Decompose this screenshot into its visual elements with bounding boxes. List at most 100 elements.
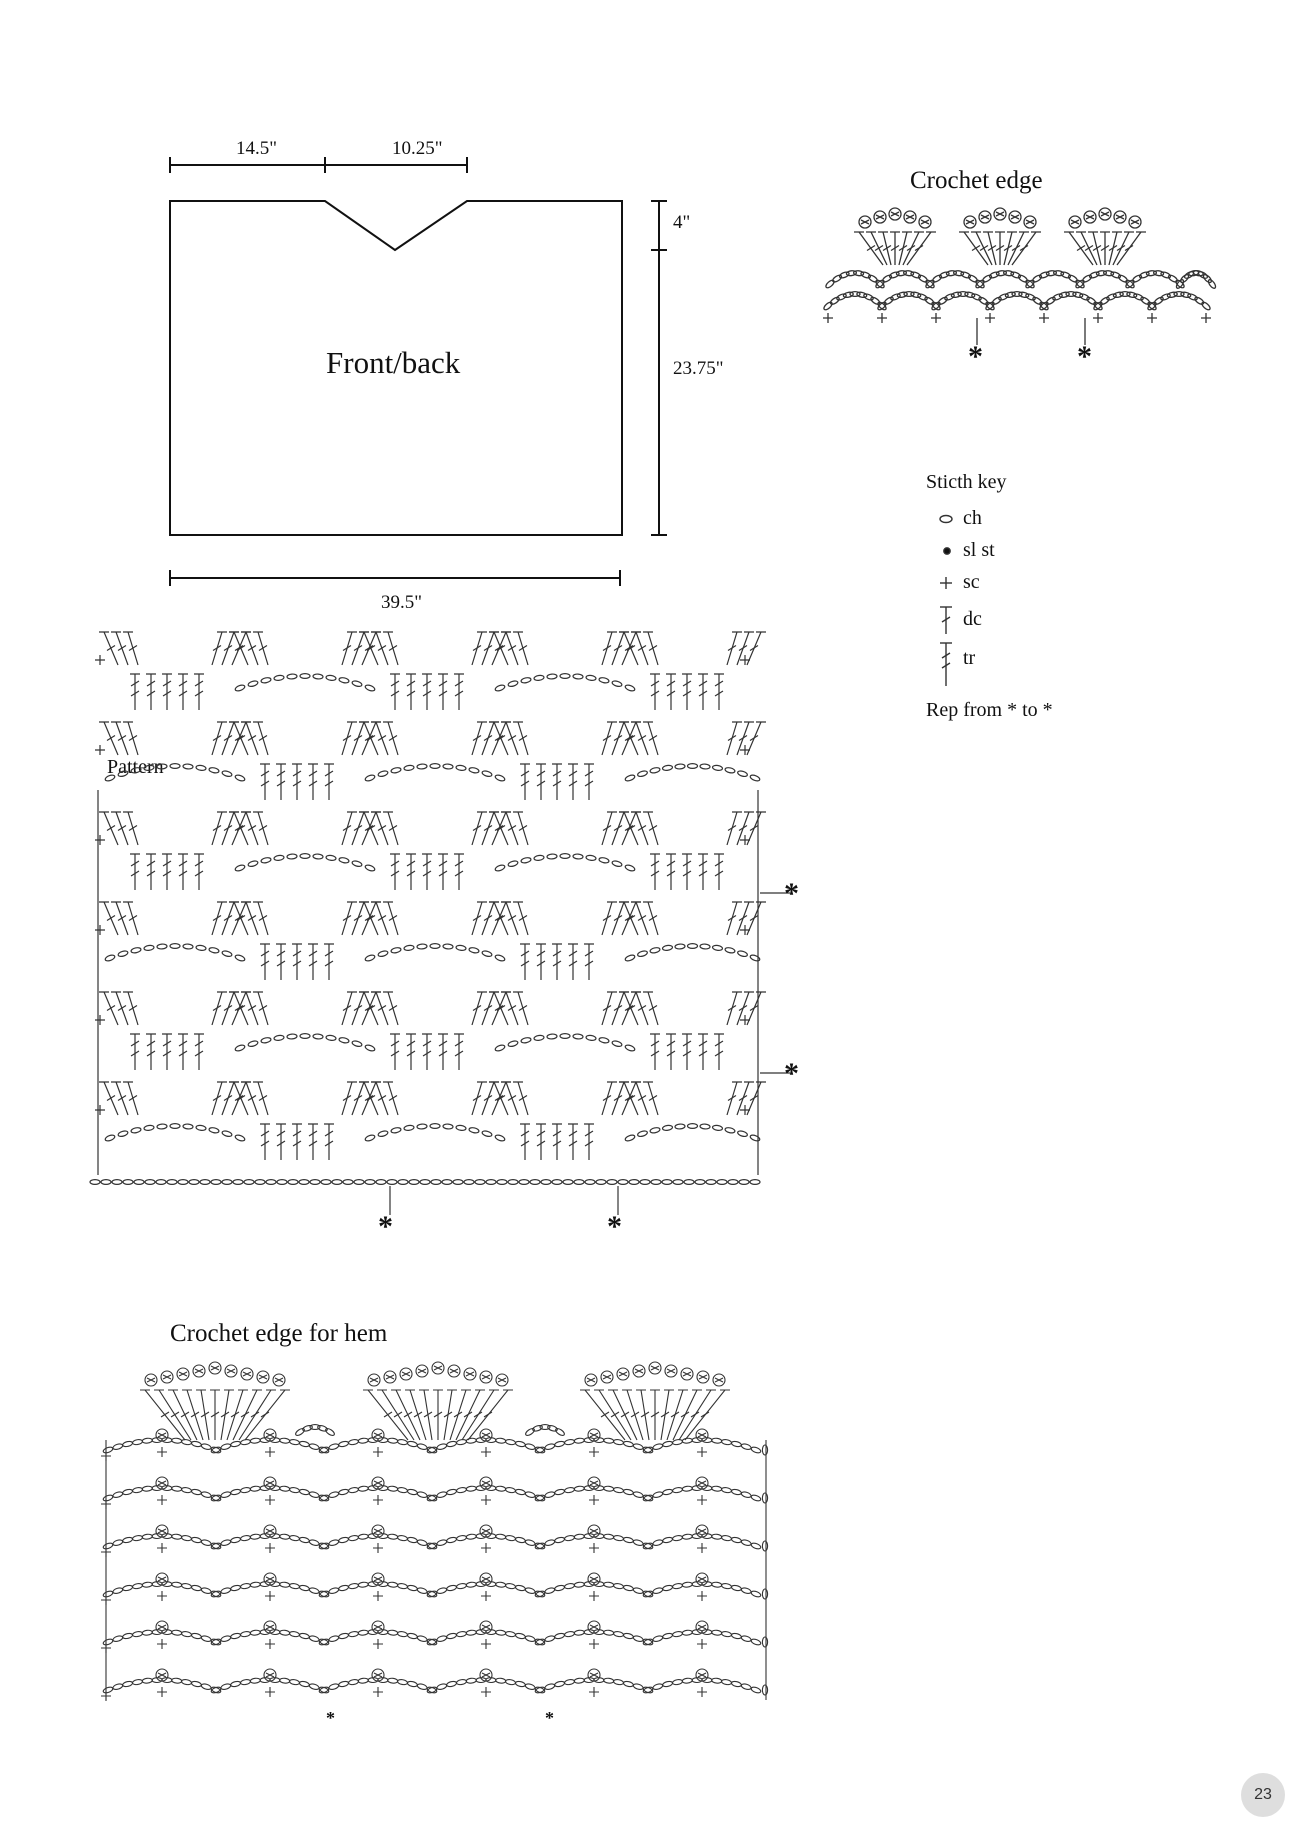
tr-bar (292, 1140, 302, 1147)
ch-stitch (289, 1535, 300, 1542)
ch-stitch (1140, 296, 1151, 305)
ch-stitch (171, 1581, 183, 1588)
pattern-repeat-mark-bottom-1: * (378, 1210, 393, 1243)
hem-repeat-mark-2: * (545, 1708, 554, 1728)
ch-stitch (357, 1437, 369, 1444)
tr-bar (650, 1040, 660, 1047)
ch-stitch (925, 279, 935, 289)
tr-bar (698, 1050, 708, 1057)
ch-stitch (652, 1587, 664, 1594)
ch-stitch (611, 680, 623, 688)
dc-bar (1124, 244, 1134, 252)
ch-icon (939, 514, 953, 524)
ch-stitch (406, 1536, 418, 1544)
ch-stitch (455, 944, 467, 951)
dc-bar (236, 644, 246, 652)
ch-stitch (740, 1443, 752, 1450)
ch-stitch (838, 271, 850, 279)
dc-bar (212, 1094, 222, 1102)
dc-bar (626, 1004, 636, 1012)
ch-stitch (546, 853, 558, 860)
ch-stitch (317, 1424, 328, 1432)
ch-stitch (711, 764, 724, 771)
ch-stitch (681, 1581, 693, 1588)
ch-stitch (514, 1488, 526, 1496)
ch-stitch (1025, 279, 1035, 289)
picot (963, 215, 977, 229)
ch-stitch (456, 1679, 467, 1686)
dc-bar (258, 914, 268, 922)
tr-stitch (682, 673, 692, 710)
ch-stitch (112, 1635, 124, 1642)
ch-stitch (247, 680, 259, 688)
ch-stitch (555, 1428, 565, 1436)
dc-bar (626, 914, 636, 922)
tr-bar (324, 780, 334, 787)
ch-stitch (397, 1631, 408, 1638)
ch-stitch (985, 301, 995, 311)
ch-stitch (622, 1632, 634, 1640)
tr-bar (714, 870, 724, 877)
picot (263, 1428, 277, 1442)
ch-stitch (230, 1440, 242, 1448)
tr-bar (260, 960, 270, 967)
foundation-ch (243, 1178, 255, 1185)
dc-bar (637, 1094, 647, 1102)
dc-bar (353, 1094, 363, 1102)
ch-stitch (564, 1631, 575, 1638)
ch-stitch (406, 1632, 418, 1640)
ch-stitch (652, 1683, 664, 1690)
dc-bar (234, 734, 244, 742)
foundation-ch (111, 1178, 123, 1185)
ch-stitch (348, 1487, 359, 1494)
picot (155, 1476, 169, 1490)
sc-stitch (697, 1639, 707, 1649)
pattern-repeat-mark-right-2: * (784, 1057, 799, 1090)
ch-stitch (112, 1683, 124, 1690)
ch-stitch (902, 270, 915, 277)
ch-stitch (357, 1485, 369, 1492)
picot (263, 1524, 277, 1538)
foundation-ch (331, 1178, 343, 1185)
ch-stitch (1067, 274, 1078, 283)
tr-stitch (422, 1033, 432, 1070)
tr-bar (584, 950, 594, 957)
picot-mark (714, 1377, 724, 1383)
ch-stitch (632, 1635, 644, 1642)
tr-bar (390, 1040, 400, 1047)
dc-bar (250, 1411, 260, 1418)
ch-stitch (524, 1635, 536, 1642)
dc-bar (507, 824, 517, 832)
stitch-key-title: Sticth key (926, 471, 1007, 493)
tr-stitch (698, 673, 708, 710)
tr-bar (422, 680, 432, 687)
ch-stitch (721, 1583, 732, 1590)
dc-bar (670, 1411, 680, 1418)
ch-stitch (925, 279, 935, 289)
ch-stitch (240, 1679, 251, 1686)
ch-stitch (1180, 291, 1192, 299)
dc-bar (128, 734, 138, 742)
dc-bar (342, 824, 352, 832)
ch-stitch (416, 1491, 428, 1498)
dc-bar (987, 244, 997, 252)
picot (873, 210, 887, 224)
dc-bar (247, 644, 257, 652)
ch-stitch (436, 1635, 448, 1642)
ch-stitch (200, 1587, 212, 1594)
ch-stitch (661, 944, 674, 951)
dc-bar (749, 1004, 759, 1012)
dc-bar (1084, 244, 1094, 252)
ch-stitch (721, 1631, 732, 1638)
ch-stitch (208, 767, 220, 774)
dc-bar (377, 644, 387, 652)
ch-stitch (357, 1581, 369, 1588)
tr-bar (650, 690, 660, 697)
tr-stitch (568, 763, 578, 800)
dc-bar (496, 1094, 506, 1102)
dc-bar (117, 824, 127, 832)
sc-stitch (265, 1687, 275, 1697)
ch-stitch (572, 853, 584, 860)
ch-stitch (247, 860, 259, 868)
dc-bar (353, 824, 363, 832)
